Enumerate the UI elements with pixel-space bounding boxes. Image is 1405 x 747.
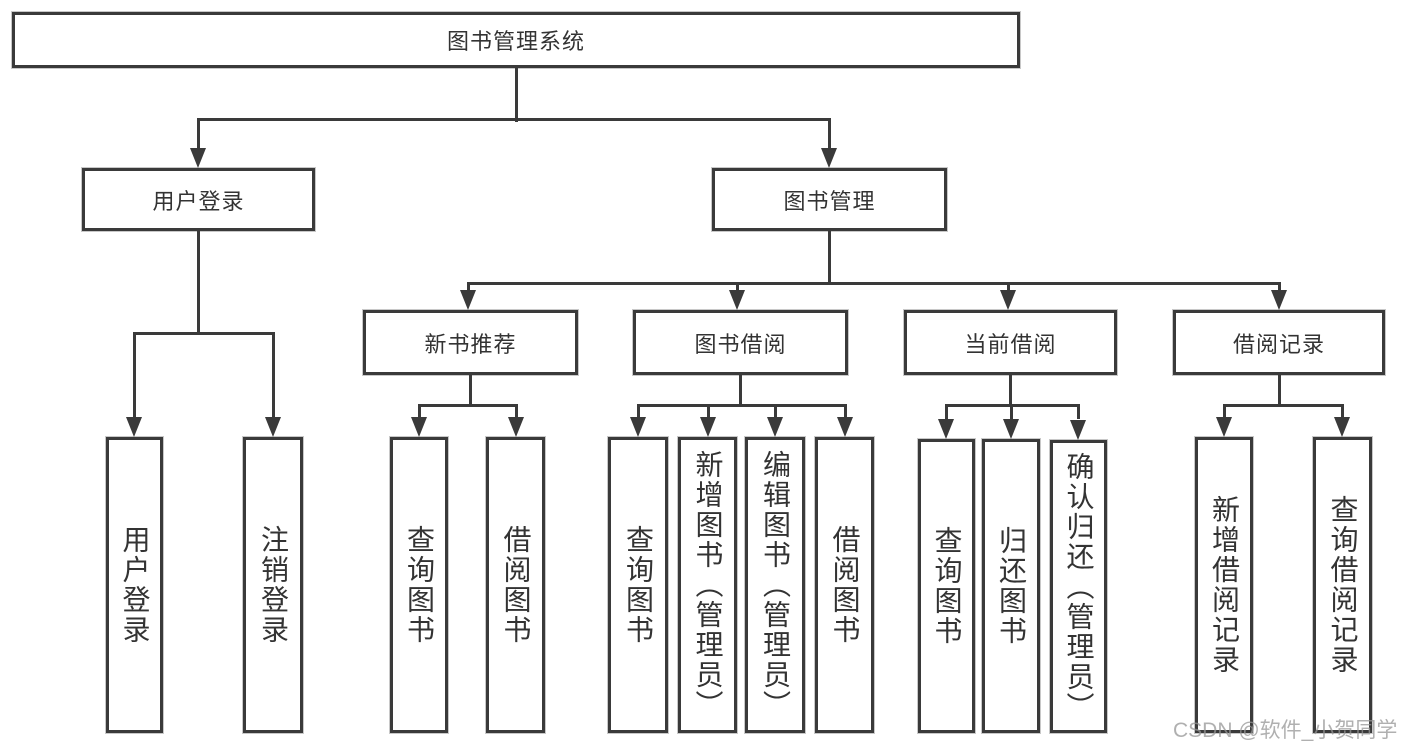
arrow-down-icon [1070, 420, 1086, 440]
connector-line [418, 405, 421, 419]
connector-line [774, 405, 777, 419]
node-user-login: 用户登录 [82, 168, 315, 231]
arrow-down-icon [630, 417, 646, 437]
connector-line [1007, 283, 1010, 292]
leaf-borrow-book-recommend-label: 借阅图书 [500, 525, 532, 645]
arrow-down-icon [837, 417, 853, 437]
connector-line [1010, 405, 1013, 419]
leaf-edit-book-admin-label: 编辑图书（管理员） [760, 450, 791, 720]
leaf-confirm-return-admin: 确认归还（管理员） [1050, 440, 1107, 733]
connector-line [707, 405, 710, 419]
node-borrowing-records: 借阅记录 [1173, 310, 1385, 375]
leaf-user-login: 用户登录 [106, 437, 163, 733]
node-library-management-system: 图书管理系统 [12, 12, 1020, 68]
leaf-add-borrow-record-label: 新增借阅记录 [1209, 495, 1240, 675]
node-current-borrowing: 当前借阅 [904, 310, 1117, 375]
arrow-down-icon [938, 419, 954, 439]
arrow-down-icon [508, 417, 524, 437]
connector-line [515, 68, 518, 122]
connector-line [133, 332, 275, 335]
arrow-down-icon [767, 417, 783, 437]
arrow-down-icon [729, 290, 745, 310]
leaf-user-login-label: 用户登录 [119, 525, 151, 645]
connector-line [844, 405, 847, 419]
connector-line [1278, 375, 1281, 407]
arrow-down-icon [821, 148, 837, 168]
arrow-down-icon [1334, 417, 1350, 437]
leaf-add-book-admin: 新增图书（管理员） [678, 437, 737, 733]
watermark: CSDN @软件_小贺同学 [1173, 719, 1398, 742]
arrow-down-icon [1003, 419, 1019, 439]
leaf-query-borrow-record: 查询借阅记录 [1313, 437, 1372, 733]
node-new-book-recommend: 新书推荐 [363, 310, 578, 375]
connector-line [828, 231, 831, 285]
arrow-down-icon [460, 290, 476, 310]
connector-line [467, 282, 1281, 285]
connector-line [1009, 375, 1012, 407]
connector-line [197, 118, 831, 121]
connector-line [1223, 405, 1226, 419]
leaf-confirm-return-admin-label: 确认归还（管理员） [1063, 451, 1095, 722]
leaf-query-book-borrowing: 查询图书 [608, 437, 668, 733]
arrow-down-icon [1216, 417, 1232, 437]
connector-line [1077, 405, 1080, 419]
arrow-down-icon [1271, 290, 1287, 310]
connector-line [637, 405, 640, 419]
connector-line [637, 404, 847, 407]
leaf-query-book-current-label: 查询图书 [931, 526, 963, 646]
connector-line [133, 333, 136, 419]
leaf-return-book-label: 归还图书 [996, 526, 1027, 646]
connector-line [469, 375, 472, 407]
leaf-query-book-recommend-label: 查询图书 [404, 525, 435, 645]
connector-line [467, 283, 470, 292]
connector-line [1341, 405, 1344, 419]
leaf-edit-book-admin: 编辑图书（管理员） [745, 437, 805, 733]
connector-line [197, 231, 200, 335]
leaf-borrow-book-recommend: 借阅图书 [486, 437, 545, 733]
arrow-down-icon [411, 417, 427, 437]
connector-line [736, 283, 739, 292]
arrow-down-icon [1000, 290, 1016, 310]
leaf-add-borrow-record: 新增借阅记录 [1195, 437, 1253, 733]
connector-line [1278, 283, 1281, 292]
leaf-query-book-current: 查询图书 [918, 439, 975, 733]
arrow-down-icon [700, 417, 716, 437]
leaf-query-borrow-record-label: 查询借阅记录 [1327, 495, 1359, 675]
node-book-management: 图书管理 [712, 168, 947, 231]
leaf-borrow-book-borrowing: 借阅图书 [815, 437, 874, 733]
leaf-query-book-borrowing-label: 查询图书 [623, 525, 654, 645]
arrow-down-icon [126, 417, 142, 437]
connector-line [828, 119, 831, 150]
leaf-return-book: 归还图书 [982, 439, 1040, 733]
connector-line [272, 333, 275, 419]
arrow-down-icon [190, 148, 206, 168]
leaf-borrow-book-borrowing-label: 借阅图书 [829, 525, 861, 645]
leaf-logout-login: 注销登录 [243, 437, 303, 733]
node-book-borrowing: 图书借阅 [633, 310, 848, 375]
connector-line [418, 404, 518, 407]
leaf-query-book-recommend: 查询图书 [390, 437, 448, 733]
connector-line [945, 405, 948, 419]
connector-line [515, 405, 518, 419]
connector-line [739, 375, 742, 407]
leaf-add-book-admin-label: 新增图书（管理员） [692, 450, 724, 720]
connector-line [197, 119, 200, 150]
connector-line [1223, 404, 1344, 407]
leaf-logout-login-label: 注销登录 [258, 525, 289, 645]
arrow-down-icon [265, 417, 281, 437]
